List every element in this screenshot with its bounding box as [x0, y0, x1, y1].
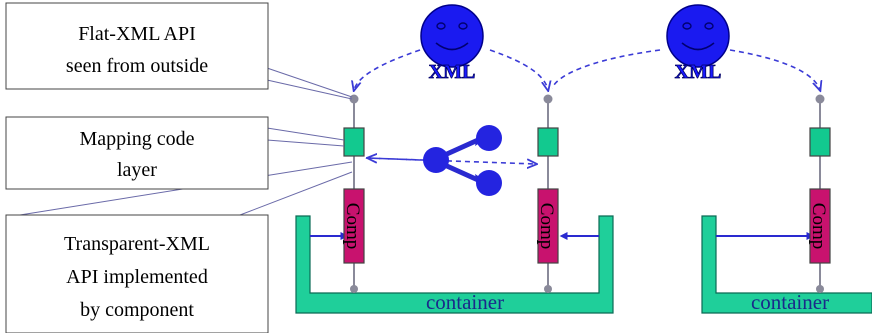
xml-actor-label-2: XML	[675, 61, 722, 83]
callout-transparent-line2: API implemented	[66, 266, 208, 288]
xml-actor-2: XML	[666, 4, 730, 83]
callout-transparent-line3: by component	[80, 299, 194, 321]
component-2: Comp	[536, 188, 559, 264]
connection-pin-icon	[816, 285, 824, 293]
xml-flow-arrows	[354, 49, 820, 164]
mapping-square-3	[809, 127, 831, 157]
fan-out-arrows-icon	[423, 125, 502, 196]
xml-arc-1-left	[354, 49, 421, 90]
container-right: container	[701, 215, 872, 314]
mapping-square-2	[537, 127, 559, 157]
xml-actor-1: XML	[420, 4, 484, 83]
connection-pin-icon	[543, 94, 553, 104]
connection-pins	[349, 94, 825, 293]
mapping-link-dashed	[365, 157, 536, 164]
xml-arc-2-left	[551, 49, 661, 89]
callout-flat-xml-api: Flat-XML API seen from outside	[5, 2, 269, 90]
smiley-face-icon	[420, 4, 484, 68]
xml-actor-label-1: XML	[429, 61, 476, 83]
callout-flat-xml-line1: Flat-XML API	[78, 23, 196, 45]
component-stems	[353, 98, 821, 289]
smiley-face-icon	[666, 4, 730, 68]
connection-pin-icon	[815, 94, 825, 104]
xml-arc-2-right	[729, 49, 820, 90]
callout-mapping-line1: Mapping code	[80, 128, 195, 150]
container-left: container	[295, 215, 614, 314]
connection-pin-icon	[350, 285, 358, 293]
callout-mapping-line2: layer	[117, 159, 157, 181]
connection-pin-icon	[544, 285, 552, 293]
container-label-right: container	[751, 290, 829, 314]
component-label-2: Comp	[536, 203, 557, 249]
callout-transparent-line1: Transparent-XML	[64, 233, 210, 255]
component-3: Comp	[808, 188, 831, 264]
container-label-left: container	[426, 290, 504, 314]
component-1: Comp	[342, 188, 365, 264]
mapping-square-1	[343, 127, 365, 157]
xml-arc-1-right	[489, 49, 548, 90]
callout-flat-xml-line2: seen from outside	[66, 55, 208, 77]
callout-mapping-code-layer: Mapping code layer	[5, 116, 269, 190]
component-label-3: Comp	[808, 203, 829, 249]
callout-transparent-xml-api: Transparent-XML API implemented by compo…	[5, 214, 269, 333]
component-label-1: Comp	[342, 203, 363, 249]
mapping-layer-squares	[343, 127, 831, 157]
